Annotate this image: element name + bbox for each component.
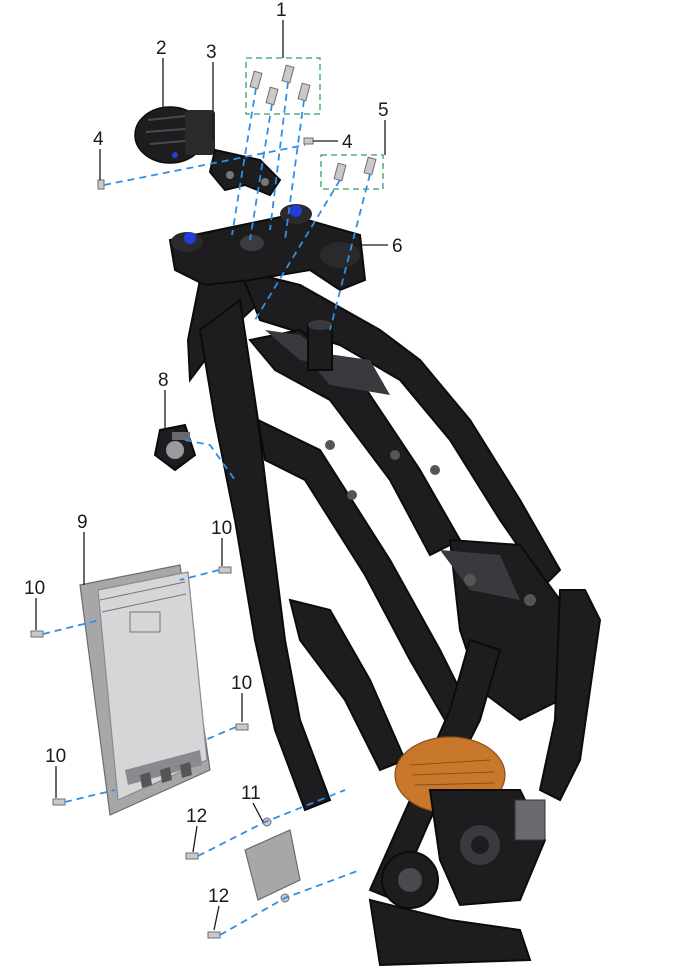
group-box-1: [245, 57, 321, 115]
fasteners: [30, 64, 377, 939]
part-11-module: [244, 817, 301, 903]
callout-10a: 10: [211, 518, 232, 539]
callout-4b: 4: [342, 132, 353, 153]
part-6-triple-clamp: [168, 204, 367, 292]
callout-10c: 10: [231, 673, 252, 694]
part-9-controller: [79, 564, 211, 816]
group-box-5: [320, 154, 384, 190]
assembly-lines: [42, 81, 371, 936]
leader-lines: [35, 20, 388, 931]
part-3-bracket: [208, 148, 282, 197]
callout-6: 6: [392, 236, 403, 257]
part-2-headlight: [134, 106, 215, 164]
callout-11: 11: [241, 783, 261, 804]
callout-3: 3: [206, 42, 217, 63]
callout-12a: 12: [186, 806, 207, 827]
callouts: 1 2 3 4 4 5 6 7 8 9 10 10 10 10 11 12 12: [24, 0, 403, 907]
motor-assembly: [394, 736, 547, 907]
callout-1: 1: [276, 0, 287, 21]
callout-5: 5: [378, 100, 389, 121]
callout-9: 9: [77, 512, 88, 533]
callout-8: 8: [158, 370, 169, 391]
callout-4a: 4: [93, 129, 104, 150]
callout-7: 7: [366, 324, 377, 345]
callout-10d: 10: [45, 746, 66, 767]
callout-2: 2: [156, 38, 167, 59]
callout-12b: 12: [208, 886, 229, 907]
part-8-horn: [153, 423, 197, 472]
callout-10b: 10: [24, 578, 45, 599]
part-7-post: [307, 320, 333, 371]
